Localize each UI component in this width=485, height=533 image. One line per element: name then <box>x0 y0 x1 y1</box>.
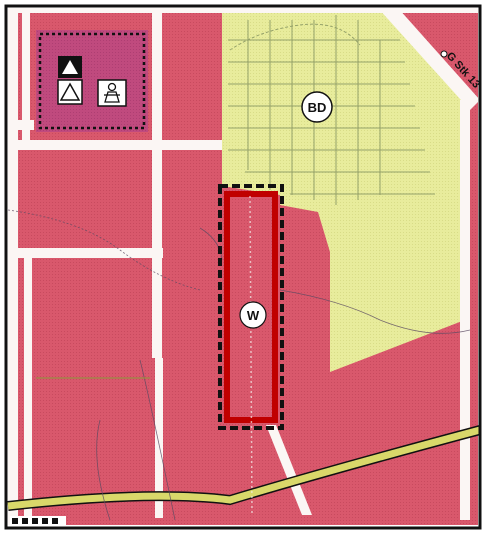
highlighted-parcel[interactable] <box>224 191 278 423</box>
street-label-dot <box>440 50 448 58</box>
parcel-boundary <box>218 184 284 430</box>
map-border <box>4 4 482 530</box>
street-grid <box>228 15 435 205</box>
triangle-outline-icon <box>57 79 83 105</box>
person-icon <box>97 79 127 107</box>
corner-pattern <box>10 516 66 526</box>
triangle-filled-icon <box>58 56 82 78</box>
marker-bd[interactable]: BD <box>301 91 333 123</box>
zone-open <box>222 8 470 372</box>
marker-bd-label: BD <box>308 100 327 115</box>
roads <box>8 8 480 525</box>
marker-w-label: W <box>247 308 260 323</box>
special-boundary <box>38 32 146 130</box>
marker-w[interactable]: W <box>239 301 267 329</box>
zone-special <box>36 30 148 132</box>
contour-lines <box>7 209 471 521</box>
